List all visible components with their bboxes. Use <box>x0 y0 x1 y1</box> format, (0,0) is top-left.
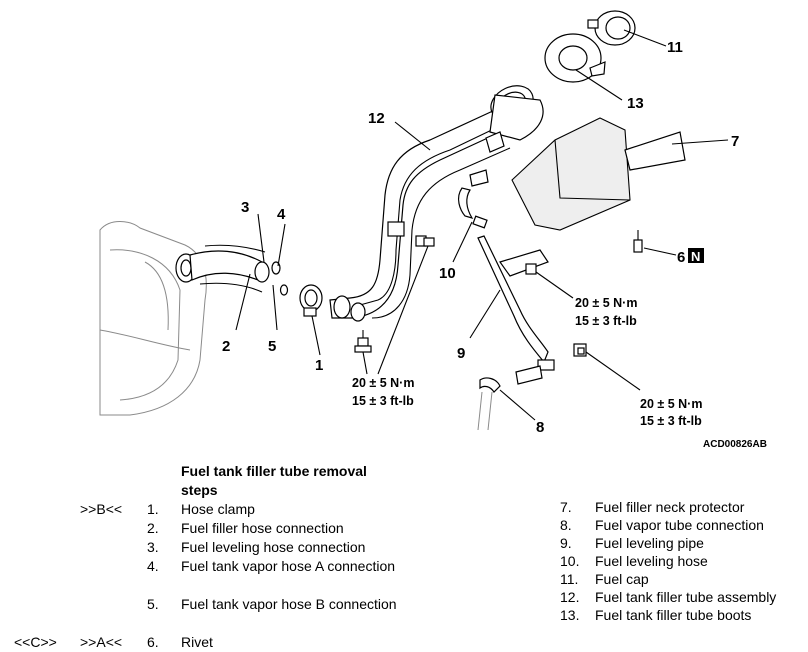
callout-2: 2 <box>222 338 230 355</box>
step-text: Fuel tank vapor hose B connection <box>181 596 397 612</box>
bolt-bracket <box>415 235 435 247</box>
callout-6: 6 <box>677 249 685 266</box>
callout-13: 13 <box>627 95 644 112</box>
step-item: 10. Fuel leveling hose <box>560 552 808 570</box>
torque-a-ftlb: 15 ± 3 ft-lb <box>352 394 414 408</box>
step-mark-left: <<C>> <box>14 634 57 650</box>
steps-left-list: >>B<< 1. Hose clamp 2. Fuel filler hose … <box>0 500 400 652</box>
step-number: 8. <box>560 517 572 533</box>
step-mark-right: >>A<< <box>80 634 123 650</box>
torque-c-ftlb: 15 ± 3 ft-lb <box>640 414 702 428</box>
step-item: <<C>> >>A<< 6. Rivet <box>0 633 400 652</box>
new-part-badge-text: N <box>691 249 700 264</box>
callout-8: 8 <box>536 419 544 436</box>
filler-boots <box>544 33 606 83</box>
step-number: 1. <box>147 501 159 517</box>
step-item: 7. Fuel filler neck protector <box>560 498 808 516</box>
torque-c-nm: 20 ± 5 N·m <box>640 397 702 411</box>
fuel-tank-illustration <box>99 221 207 416</box>
nut-right <box>573 343 587 357</box>
step-number: 2. <box>147 520 159 536</box>
rivet <box>633 230 643 253</box>
step-item: 3. Fuel leveling hose connection <box>0 538 400 557</box>
callout-7: 7 <box>731 133 739 150</box>
step-number: 13. <box>560 607 580 623</box>
step-number: 7. <box>560 499 572 515</box>
step-text: Fuel leveling hose <box>595 553 708 569</box>
step-item: 5. Fuel tank vapor hose B connection <box>0 595 400 633</box>
step-number: 9. <box>560 535 572 551</box>
step-number: 5. <box>147 596 159 612</box>
steps-right-list: 7. Fuel filler neck protector 8. Fuel va… <box>560 498 808 624</box>
callout-10: 10 <box>439 265 456 282</box>
step-number: 10. <box>560 553 580 569</box>
step-number: 4. <box>147 558 159 574</box>
step-item: 9. Fuel leveling pipe <box>560 534 808 552</box>
step-item: 13. Fuel tank filler tube boots <box>560 606 808 624</box>
torque-b-nm: 20 ± 5 N·m <box>575 296 637 310</box>
callout-11: 11 <box>667 39 683 56</box>
callout-4: 4 <box>277 206 286 223</box>
vapor-tube <box>477 377 501 431</box>
leveling-pipe <box>477 235 555 385</box>
step-text: Rivet <box>181 634 213 650</box>
fuel-cap-illustration <box>587 10 636 46</box>
step-item: 12. Fuel tank filler tube assembly <box>560 588 808 606</box>
steps-title: Fuel tank filler tube removal steps <box>181 463 367 498</box>
step-text: Fuel vapor tube connection <box>595 517 764 533</box>
figure-code: ACD00826AB <box>703 439 767 450</box>
leveling-hose <box>457 187 488 229</box>
hose-clamp <box>299 284 323 317</box>
step-text: Fuel tank vapor hose A connection <box>181 558 396 574</box>
step-item: 11. Fuel cap <box>560 570 808 588</box>
callout-5: 5 <box>268 338 276 355</box>
step-number: 3. <box>147 539 159 555</box>
step-item: 4. Fuel tank vapor hose A connection <box>0 557 400 595</box>
step-item: 8. Fuel vapor tube connection <box>560 516 808 534</box>
fuel-filler-hose <box>189 244 289 296</box>
step-mark-right: >>B<< <box>80 501 123 517</box>
new-part-badge <box>688 248 704 263</box>
step-number: 12. <box>560 589 580 605</box>
torque-b-ftlb: 15 ± 3 ft-lb <box>575 314 637 328</box>
step-item: 2. Fuel filler hose connection <box>0 519 400 538</box>
callout-9: 9 <box>457 345 465 362</box>
step-text: Fuel filler neck protector <box>595 499 745 515</box>
torque-a-nm: 20 ± 5 N·m <box>352 376 414 390</box>
step-text: Fuel tank filler tube assembly <box>595 589 777 605</box>
step-number: 11. <box>560 571 579 587</box>
step-text: Fuel leveling pipe <box>595 535 704 551</box>
callout-12: 12 <box>368 110 385 127</box>
neck-protector <box>511 117 686 231</box>
filler-tube-assembly <box>329 85 544 322</box>
callout-1: 1 <box>315 357 323 374</box>
step-item: >>B<< 1. Hose clamp <box>0 500 400 519</box>
leader-lines <box>235 29 729 421</box>
step-text: Fuel tank filler tube boots <box>595 607 752 623</box>
step-text: Fuel filler hose connection <box>181 520 344 536</box>
step-text: Fuel leveling hose connection <box>181 539 366 555</box>
step-text: Fuel cap <box>595 571 649 587</box>
step-text: Hose clamp <box>181 501 255 517</box>
exploded-view-diagram: 3 4 2 5 1 12 10 9 8 7 6 N 11 13 20 ± 5 N… <box>99 10 767 450</box>
step-number: 6. <box>147 634 159 650</box>
callout-3: 3 <box>241 199 249 216</box>
bolt-lower-left <box>354 330 372 353</box>
